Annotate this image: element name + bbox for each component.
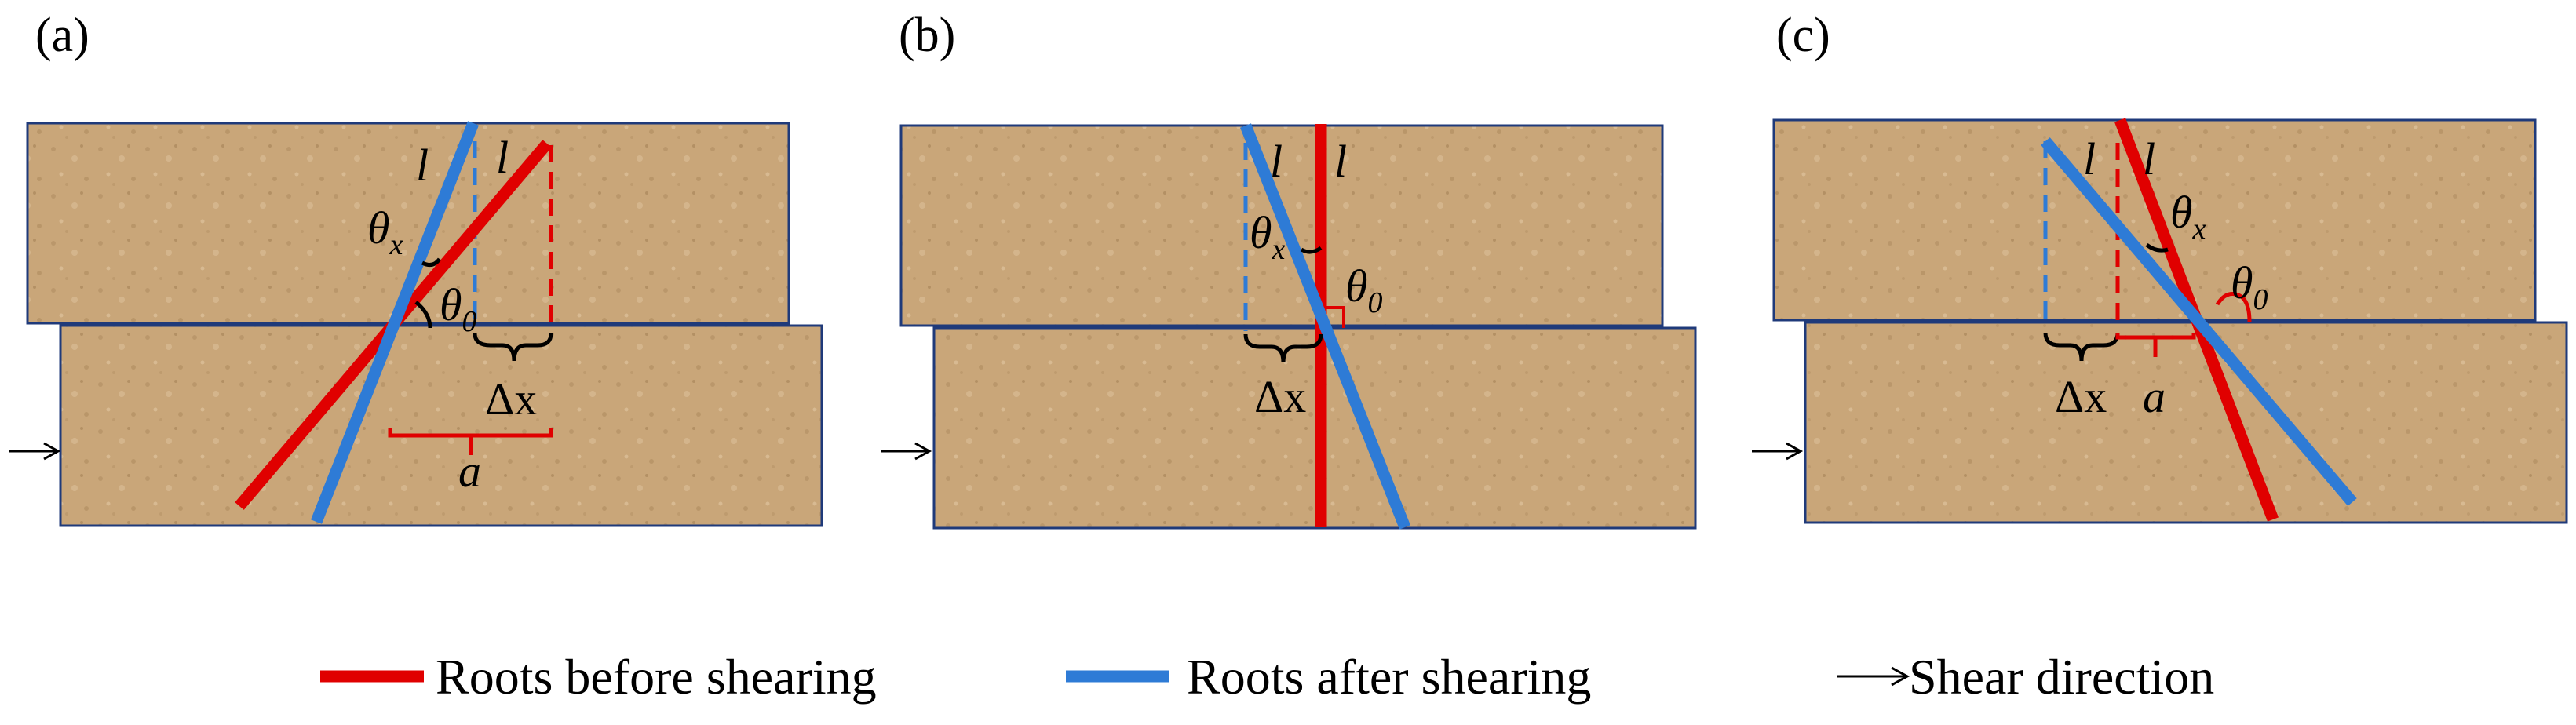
label-l-after: l (416, 140, 429, 191)
panel-b: (b) l l θx θ0 Δx (899, 9, 1697, 530)
label-delta-x: Δx (1254, 371, 1306, 422)
panel-c: (c) l l θx θ0 Δx a (1772, 9, 2568, 524)
label-l-after: l (2083, 133, 2096, 184)
angle-arc-theta-0 (414, 301, 432, 329)
shear-arrows (9, 442, 1804, 461)
label-a: a (2143, 371, 2166, 422)
label-l-before: l (1334, 136, 1347, 187)
root-after-line (1240, 123, 1410, 530)
legend-label-shear: Shear direction (1909, 649, 2214, 705)
angle-arc-theta-0 (2215, 292, 2252, 322)
legend-label-before: Roots before shearing (436, 649, 877, 705)
label-l-after: l (1270, 136, 1283, 187)
arrow-icon (881, 442, 932, 461)
angle-arc-theta-x (2145, 242, 2169, 253)
label-l-before: l (496, 132, 509, 183)
arrow-icon (1752, 442, 1804, 461)
panel-label: (b) (899, 9, 955, 62)
lower-soil-block (1804, 321, 2568, 524)
label-theta-x: θx (1250, 207, 1286, 266)
brace-delta-x (1243, 333, 1323, 363)
brace-delta-x (473, 333, 553, 362)
lower-soil-block (59, 324, 823, 527)
label-theta-x: θx (367, 202, 403, 261)
label-theta-x: θx (2170, 187, 2206, 246)
panel-label: (c) (1776, 9, 1830, 62)
arrow-icon (9, 442, 61, 461)
angle-arc-theta-x (1300, 246, 1323, 254)
lower-soil-block (932, 326, 1697, 530)
legend-label-after: Roots after shearing (1187, 649, 1591, 705)
right-angle-mark (1326, 306, 1345, 328)
legend: Roots before shearing Roots after sheari… (320, 649, 2214, 705)
brace-a (2115, 333, 2196, 357)
arrow-icon (1837, 666, 1910, 687)
brace-delta-x (2043, 332, 2120, 362)
label-delta-x: Δx (2055, 371, 2107, 422)
label-l-before: l (2143, 133, 2155, 184)
label-theta-0: θ0 (1345, 260, 1383, 319)
label-theta-0: θ0 (440, 279, 477, 338)
root-after-line (311, 121, 479, 524)
label-theta-0: θ0 (2231, 257, 2268, 316)
label-delta-x: Δx (485, 373, 537, 424)
panel-a: (a) l l θx θ0 Δx a (26, 9, 823, 527)
brace-a (388, 428, 553, 455)
angle-arc-theta-x (421, 257, 442, 268)
label-a: a (458, 446, 481, 497)
panel-label: (a) (35, 9, 89, 62)
root-after-line (2041, 137, 2357, 506)
